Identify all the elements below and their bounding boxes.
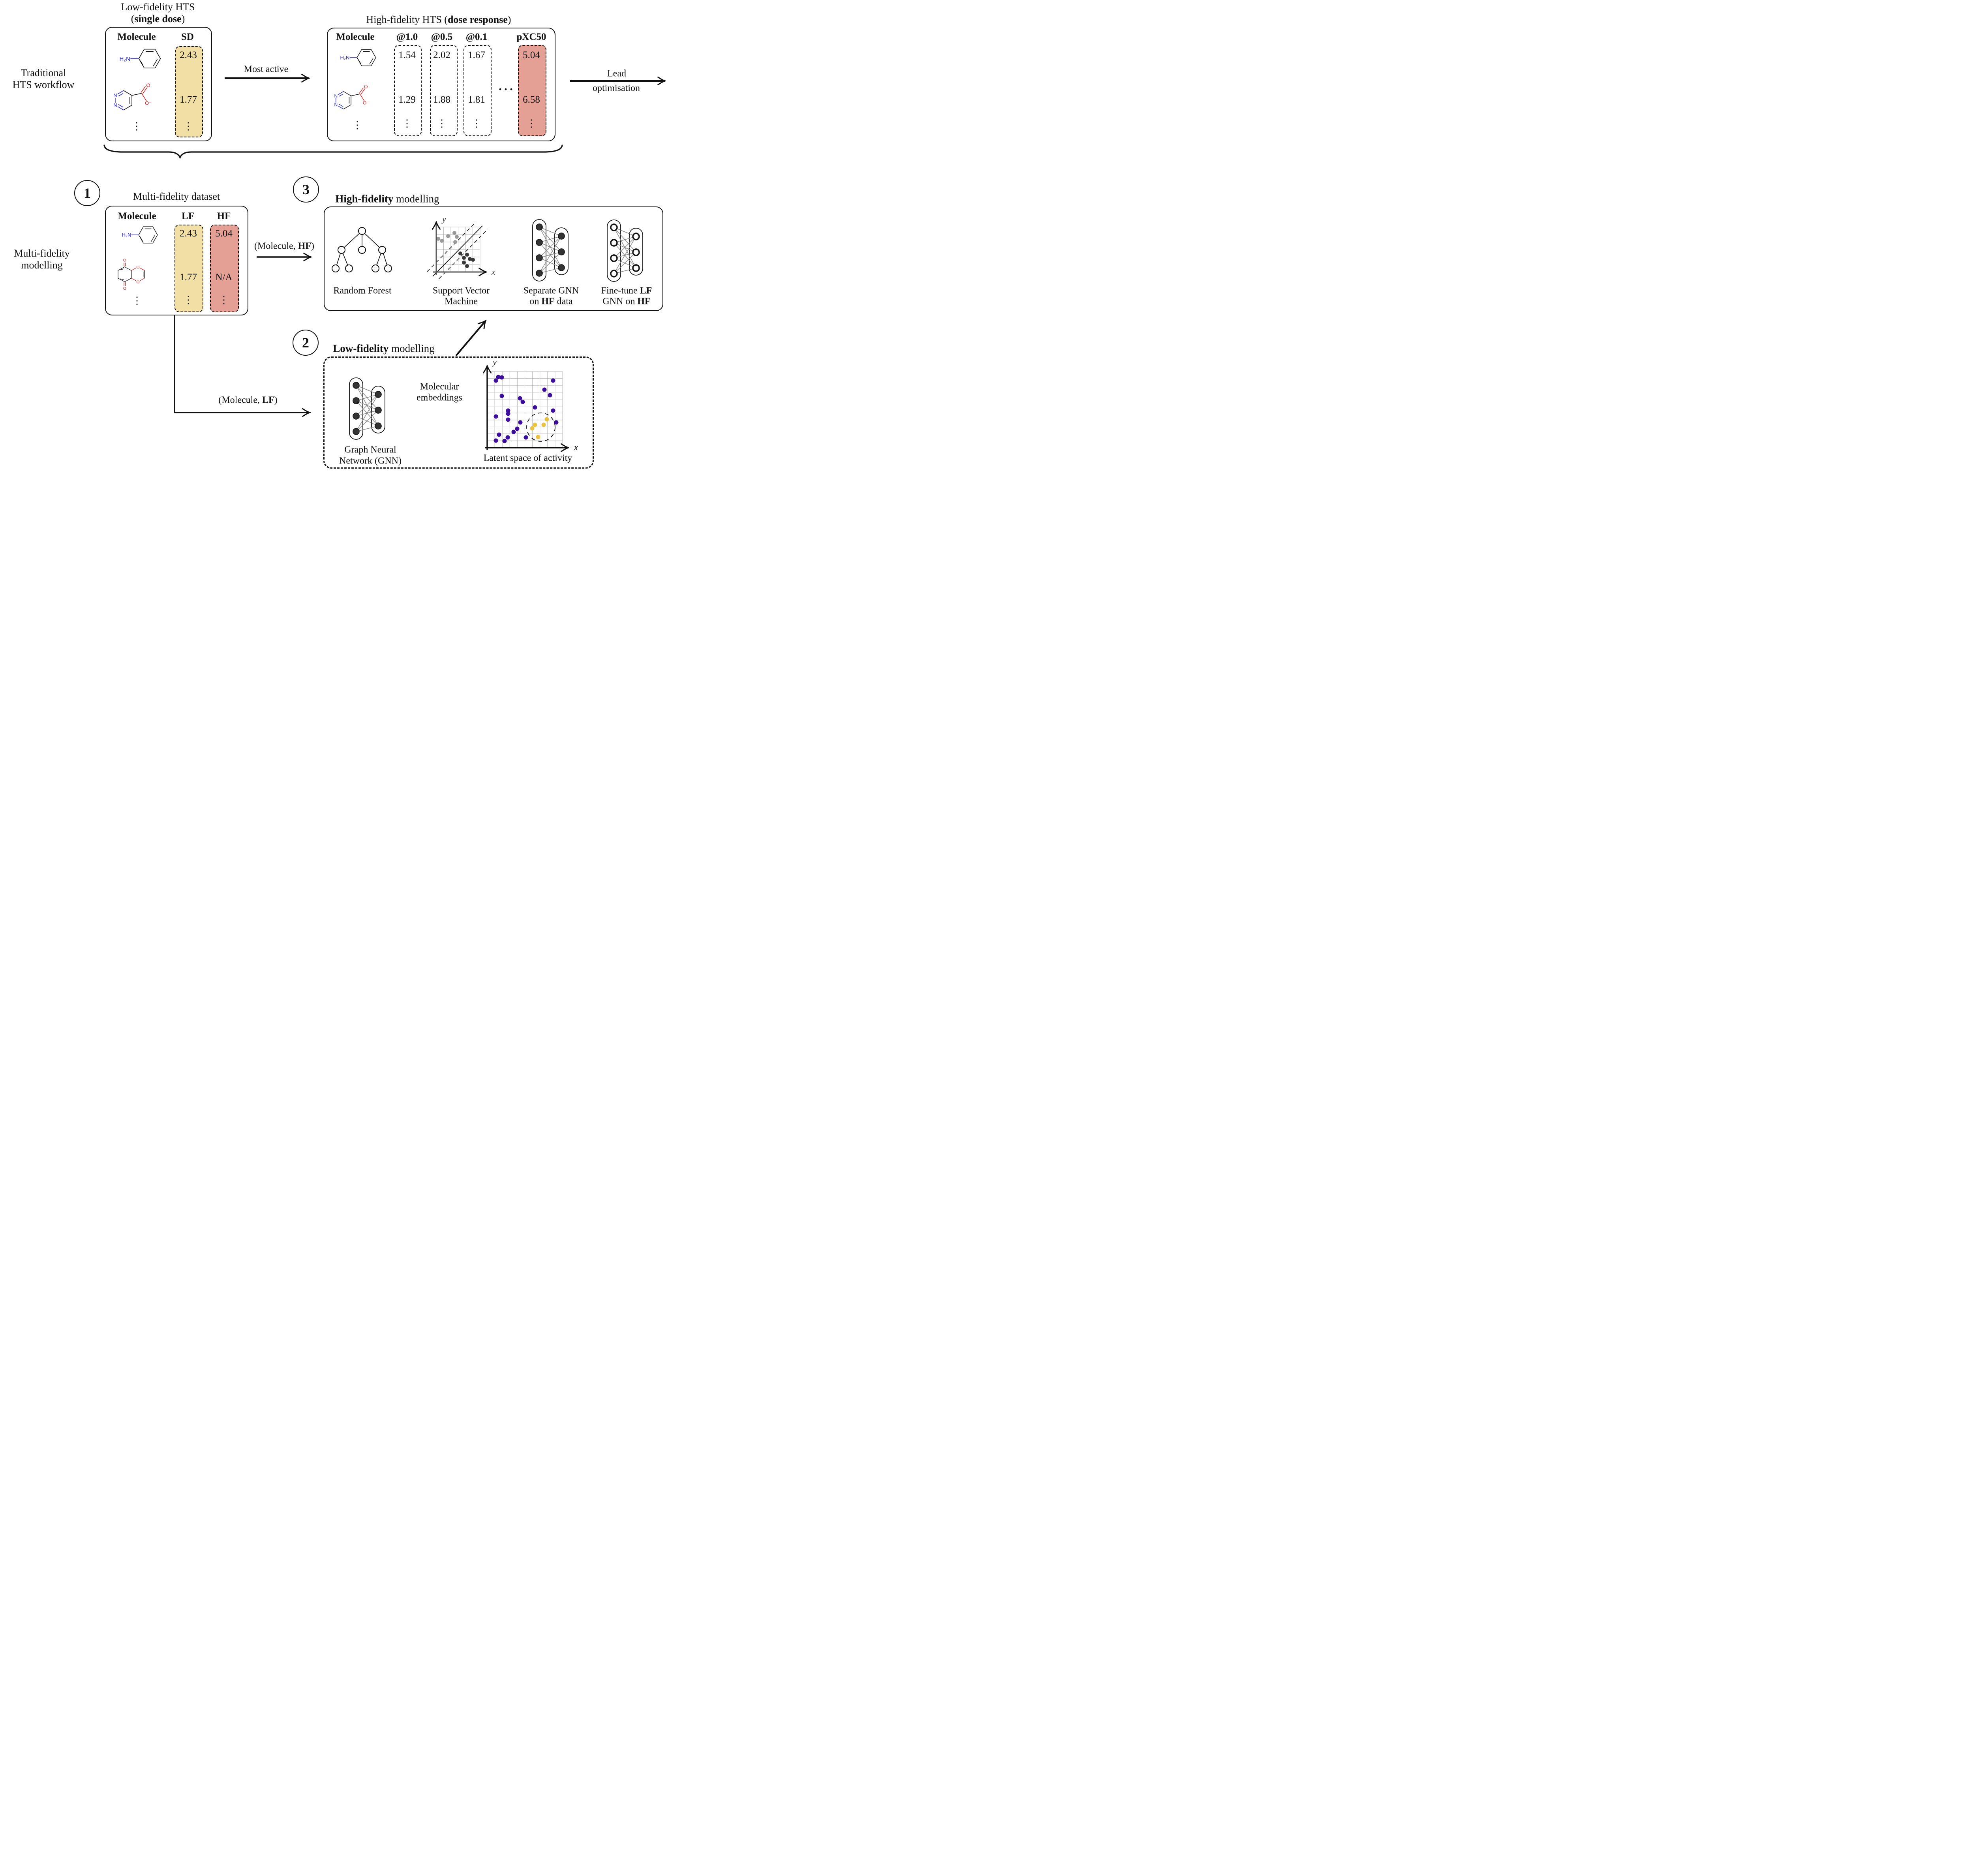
mf-col-hf: HF [217,211,231,221]
high-1.0-ellipsis: ⋮ [402,118,412,129]
step-3-badge: 3 [293,176,319,203]
high-col-0.5: @0.5 [431,32,453,42]
molecule-aniline [119,49,161,69]
mf-value-r1-hf: 5.04 [215,228,233,239]
svm-data-points [436,231,475,268]
dose-0.5-column [430,45,458,136]
high-value-r1-1.0: 1.54 [398,50,416,60]
figure-canvas: H₂N N N O O⁻ [0,0,671,469]
latent-space-plot: y x [480,358,578,465]
hf-modelling-title: High-fidelity modelling [335,193,439,205]
high-col-pxc50: pXC50 [516,32,546,42]
molecule-aniline [121,226,158,244]
latent-data-points [494,375,559,443]
low-sd-ellipsis: ⋮ [183,120,193,132]
high-value-r1-0.5: 2.02 [433,50,450,60]
molecule-pyrimidine [334,84,370,110]
step-2-badge: 2 [293,330,319,356]
low-col-molecule: Molecule [117,32,156,42]
step-1-badge: 1 [74,180,100,206]
high-fidelity-table-title: High-fidelity HTS (dose response) [366,14,511,25]
high-value-r2-0.5: 1.88 [433,94,450,105]
embeddings-label1: Molecular [420,381,459,392]
lead-label-line2: optimisation [593,83,640,94]
hf-highlight-column [210,225,239,312]
high-col-0.1: @0.1 [465,32,488,42]
low-molecule-ellipsis: ⋮ [131,120,142,132]
lf-modelling-title: Low-fidelity modelling [333,342,435,355]
low-sd-value-2: 1.77 [180,94,197,105]
molecule-aniline [340,49,376,66]
high-value-r1-0.1: 1.67 [468,50,485,60]
lf-highlight-column [175,225,203,312]
latent-y-axis-label: y [492,358,497,367]
mf-col-lf: LF [182,211,194,221]
lowfi-to-highfi-arrow [455,322,485,356]
finetune-gnn-icon [607,219,643,282]
random-forest-icon [332,227,392,272]
low-title-line2: (single dose) [131,13,185,24]
high-value-r2-pxc50: 6.58 [523,94,540,105]
embeddings-label2: embeddings [417,392,462,403]
separate-gnn-label2: on HF data [529,296,573,307]
svm-plot-icon: y x [427,216,495,279]
low-title-line1: Low-fidelity HTS [121,1,195,13]
svm-y-axis-label: y [441,216,446,224]
dose-1.0-column [394,45,422,136]
traditional-workflow-label: Traditional HTS workflow [12,67,75,90]
activity-cluster-circle [526,413,555,442]
hf-modelling-panel [324,206,663,311]
high-value-r1-pxc50: 5.04 [523,50,540,60]
sd-highlight-column [175,46,203,137]
high-pxc50-ellipsis: ⋮ [526,118,537,129]
low-col-sd: SD [181,32,194,42]
connector-overlay: H₂N N N O O⁻ [103,0,671,469]
gnn-icon [349,377,385,440]
lead-label-line1: Lead [607,68,626,79]
separate-gnn-label1: Separate GNN [523,285,579,296]
high-value-r2-0.1: 1.81 [468,94,485,105]
molecule-pyrimidine [113,83,152,111]
molecule-lf-connector-arrow [174,314,308,413]
gnn-label2: Network (GNN) [339,456,402,466]
column-ellipsis: ··· [498,83,515,96]
high-0.1-ellipsis: ⋮ [471,118,482,129]
dose-0.1-column [463,45,492,136]
mf-dataset-title: Multi-fidelity dataset [133,191,220,202]
mf-hf-ellipsis: ⋮ [219,294,229,306]
mf-value-r2-lf: 1.77 [180,272,197,283]
svm-label-line1: Support Vector [432,285,490,296]
mf-molecule-ellipsis: ⋮ [132,295,142,306]
high-molecule-ellipsis: ⋮ [352,119,362,131]
finetune-label2: GNN on HF [602,296,651,307]
mf-value-r2-hf: N/A [215,272,233,283]
mf-modelling-label: Multi-fidelity modelling [14,248,70,271]
mf-value-r1-lf: 2.43 [180,228,197,239]
pxc50-highlight-column [518,45,546,136]
finetune-label1: Fine-tune LF [601,285,652,296]
molecule-dioxinone [118,259,145,291]
random-forest-label: Random Forest [333,285,392,296]
brace [103,144,563,159]
mf-lf-ellipsis: ⋮ [183,294,193,306]
mf-col-molecule: Molecule [118,211,156,221]
high-0.5-ellipsis: ⋮ [437,118,447,129]
low-sd-value-1: 2.43 [180,50,197,60]
molecule-lf-label: (Molecule, LF) [218,395,278,405]
svm-grid [436,227,480,272]
svm-x-axis-label: x [491,267,495,277]
latent-space-label: Latent space of activity [483,453,572,463]
gnn-label1: Graph Neural [344,445,396,455]
separate-gnn-icon [532,219,569,281]
molecule-hf-label: (Molecule, HF) [254,241,314,251]
high-col-molecule: Molecule [336,32,375,42]
svm-label-line2: Machine [445,296,478,307]
high-col-1.0: @1.0 [396,32,418,42]
high-value-r2-1.0: 1.29 [398,94,416,105]
low-fidelity-table-title: Low-fidelity HTS (single dose) [121,1,195,25]
latent-x-axis-label: x [574,442,578,452]
most-active-label: Most active [244,64,289,75]
